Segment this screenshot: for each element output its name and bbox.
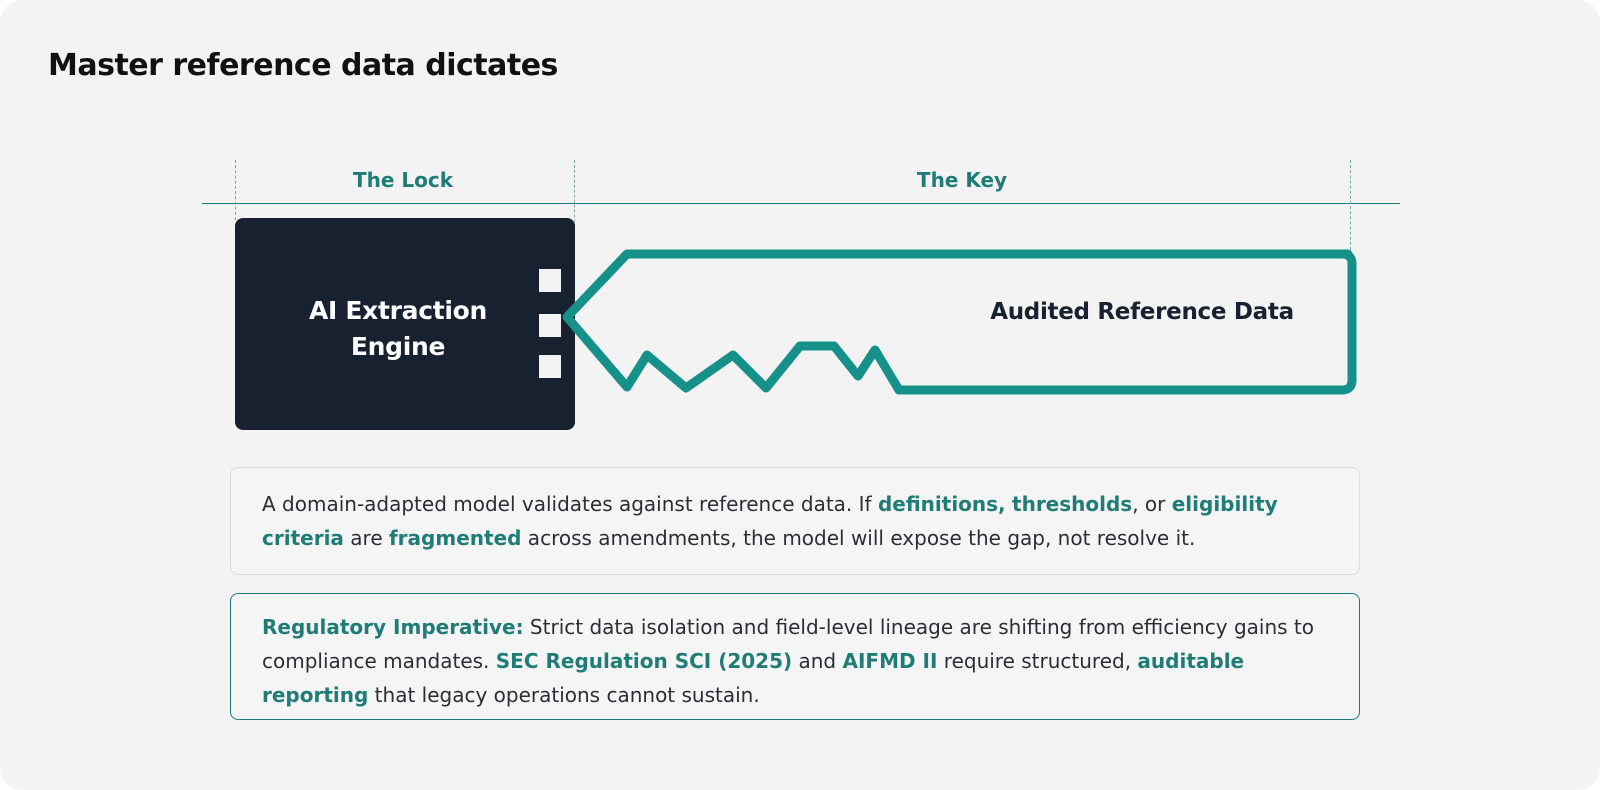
- lock-column-label: The Lock: [352, 168, 454, 192]
- note-highlight: AIFMD II: [842, 649, 938, 673]
- note-highlight: definitions,: [877, 492, 1006, 516]
- note-text: and: [792, 649, 843, 673]
- note-text: are: [343, 526, 389, 550]
- key-title: Audited Reference Data: [990, 299, 1294, 325]
- note-text: Strict data isolation and field-level li…: [262, 615, 1314, 673]
- note-text: that legacy operations cannot sustain.: [368, 683, 760, 707]
- note-text: A domain-adapted model validates against…: [262, 492, 878, 516]
- regulatory-note: Regulatory Imperative: Strict data isola…: [230, 593, 1360, 720]
- lock-notch: [539, 269, 561, 292]
- note-highlight: Regulatory Imperative:: [262, 615, 524, 639]
- note-highlight: fragmented: [388, 526, 522, 550]
- key-column-label: The Key: [916, 168, 1008, 192]
- key-outline: [562, 249, 1357, 395]
- lock-title: AI Extraction Engine: [235, 293, 561, 365]
- lock-notch: [539, 314, 561, 337]
- validation-note: A domain-adapted model validates against…: [230, 467, 1360, 575]
- page-title: Master reference data dictates: [48, 48, 558, 83]
- guide-line-left: [235, 160, 236, 220]
- note-highlight: eligibility criteria: [262, 492, 1278, 550]
- note-text: require structured,: [937, 649, 1138, 673]
- note-highlight: thresholds: [1012, 492, 1133, 516]
- lock-title-line: Engine: [350, 332, 446, 361]
- note-text: , or: [1132, 492, 1172, 516]
- lock-notch: [539, 355, 561, 378]
- header-divider: [202, 203, 1400, 204]
- guide-line-right: [1350, 160, 1351, 250]
- lock-title-line: AI Extraction: [308, 296, 488, 325]
- note-highlight: SEC Regulation SCI (2025): [495, 649, 793, 673]
- note-highlight: auditable reporting: [262, 649, 1245, 707]
- lock-block: [235, 218, 575, 430]
- note-text: across amendments, the model will expose…: [521, 526, 1196, 550]
